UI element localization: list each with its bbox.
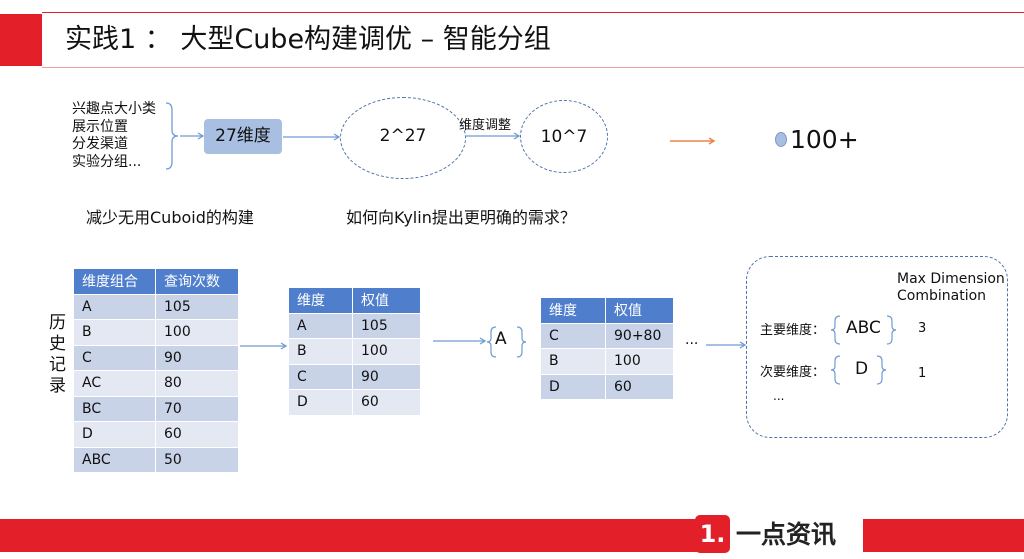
footer-bar-left: [0, 519, 702, 552]
result-dot: [775, 132, 787, 147]
logo-text: 一点资讯: [736, 520, 837, 549]
title-bar: [42, 12, 1024, 68]
list-brace: [165, 102, 179, 170]
major-dimension-label: 主要维度：: [760, 323, 826, 338]
table-cell: C: [288, 363, 353, 390]
adjust-label: 维度调整: [459, 118, 512, 133]
major-mdc-value: 3: [918, 321, 927, 336]
dimension-count-box: 27维度: [204, 119, 282, 154]
table-header-cell: 维度: [540, 297, 606, 324]
table-cell: C: [540, 322, 606, 349]
table-cell: BC: [73, 395, 156, 422]
table-header-cell: 权值: [605, 297, 674, 324]
table-header-cell: 维度: [288, 287, 353, 314]
caption-left: 减少无用Cuboid的构建: [86, 208, 254, 227]
group-more: ...: [773, 389, 785, 403]
mdc-heading-line: Combination: [897, 288, 987, 304]
table-cell: B: [73, 319, 156, 346]
combos-after-ellipse: 10^7: [520, 100, 608, 173]
table-cell: 70: [155, 395, 239, 422]
combos-before-ellipse: 2^27: [340, 97, 466, 179]
table-cell: 60: [352, 389, 421, 416]
table-cell: C: [73, 344, 156, 371]
mdc-heading-line: Max Dimension: [897, 271, 1005, 287]
brace-d-left: [830, 355, 841, 385]
table-cell: 105: [352, 312, 421, 339]
brace-a-left: [486, 326, 497, 358]
table-cell: B: [288, 338, 353, 365]
table-cell: 90: [352, 363, 421, 390]
table-cell: AC: [73, 370, 156, 397]
mdc-heading: Max Dimension Combination: [897, 271, 1005, 305]
minor-dimension-value: D: [855, 359, 869, 379]
table-cell: 90+80: [605, 322, 674, 349]
table-cell: 80: [155, 370, 239, 397]
brace-d-right: [876, 355, 887, 385]
table-cell: 60: [605, 373, 674, 400]
table-header-cell: 维度组合: [73, 268, 156, 295]
table-header-cell: 查询次数: [155, 268, 239, 295]
table-cell: 60: [155, 421, 239, 448]
table-cell: ABC: [73, 446, 156, 473]
table-cell: D: [288, 389, 353, 416]
table-cell: 90: [155, 344, 239, 371]
flow-ellipsis: ...: [685, 332, 699, 348]
dimension-item: 兴趣点大小类: [72, 101, 156, 117]
selected-dimension: A: [495, 329, 507, 349]
table-cell: 105: [155, 293, 239, 320]
caption-right: 如何向Kylin提出更明确的需求？: [346, 208, 576, 227]
table-cell: A: [288, 312, 353, 339]
dimension-item: 展示位置: [72, 118, 128, 135]
table-header-row: 维度 权值: [288, 287, 421, 314]
table-cell: 100: [605, 348, 674, 375]
minor-dimension-label: 次要维度：: [760, 365, 826, 380]
brace-abc-right: [886, 315, 897, 345]
table-cell: 50: [155, 446, 239, 473]
dimension-group-box: [746, 256, 1008, 438]
table-header-row: 维度组合 查询次数: [73, 268, 239, 295]
page-title: 实践1 ： 大型Cube构建调优 – 智能分组: [65, 24, 551, 55]
table-header-row: 维度 权值: [540, 297, 674, 324]
table-cell: 100: [155, 319, 239, 346]
table-header-cell: 权值: [352, 287, 421, 314]
minor-mdc-value: 1: [918, 366, 927, 381]
table-cell: D: [540, 373, 606, 400]
major-dimension-value: ABC: [846, 318, 881, 338]
footer-bar-right: [863, 519, 1024, 552]
result-label: 100+: [790, 125, 859, 154]
dimension-item: 分发渠道: [72, 136, 128, 152]
brace-abc-left: [830, 315, 841, 345]
dimension-list: 兴趣点大小类 展示位置 分发渠道 实验分组...: [72, 101, 156, 171]
history-label: 历史记录: [49, 313, 66, 396]
dimension-item: 实验分组...: [72, 153, 142, 170]
logo-badge: 1.: [695, 515, 730, 553]
table-cell: 100: [352, 338, 421, 365]
table-cell: A: [73, 293, 156, 320]
table-cell: B: [540, 348, 606, 375]
table-cell: D: [73, 421, 156, 448]
brace-a-right: [516, 326, 527, 358]
title-accent: [0, 14, 42, 66]
